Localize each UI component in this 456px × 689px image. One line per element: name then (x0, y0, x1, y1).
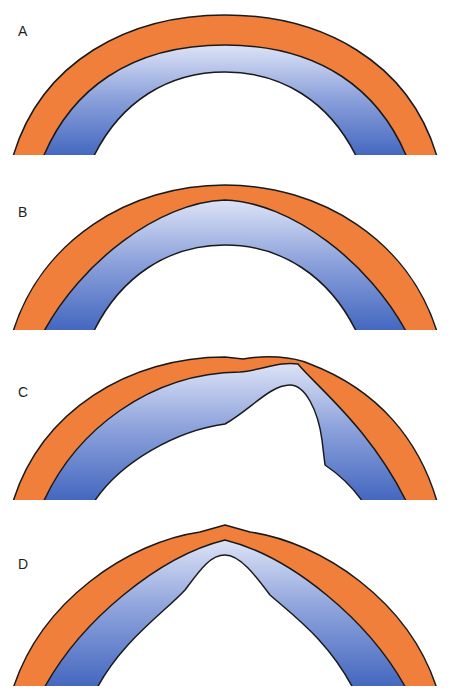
outer-layer (12, 525, 438, 686)
panel-letter: B (18, 205, 27, 219)
inner-surface (92, 72, 358, 155)
outer-layer (12, 15, 438, 155)
inner-surface (95, 555, 355, 686)
stroma-layer (42, 200, 408, 330)
inner-surface (92, 245, 358, 330)
panel-a-drawing (12, 15, 438, 155)
inner-surface (92, 385, 365, 500)
panel-letter: D (18, 557, 28, 571)
panel-letter: C (18, 385, 28, 399)
stroma-layer (42, 540, 408, 686)
panel-d-drawing (12, 525, 438, 686)
panel-b-drawing (12, 185, 438, 330)
panel-letter: A (18, 24, 27, 38)
stroma-layer (42, 45, 408, 155)
outer-layer (12, 185, 438, 330)
outer-layer (12, 357, 438, 500)
panel-c-drawing (12, 357, 438, 500)
stroma-layer (42, 363, 408, 500)
